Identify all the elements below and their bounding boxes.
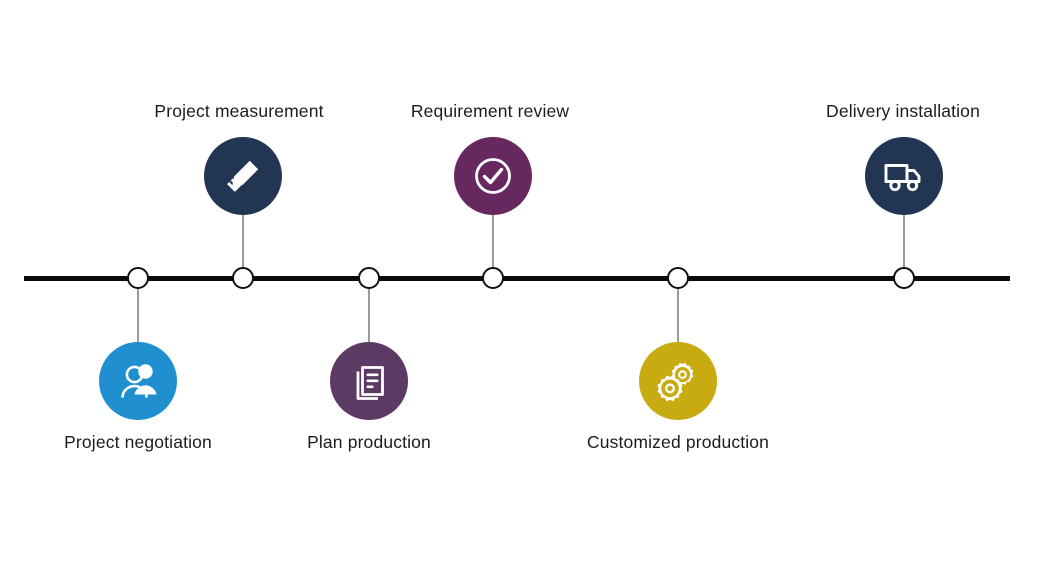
connector-stem-plan-production (368, 284, 370, 342)
timeline-node-requirement-review[interactable] (482, 267, 504, 289)
connector-stem-requirement-review (492, 215, 494, 271)
gears-icon (655, 358, 701, 404)
badge-project-measurement[interactable] (204, 137, 282, 215)
timeline-axis (24, 275, 1010, 281)
documents-stack-icon (348, 360, 390, 402)
badge-delivery-installation[interactable] (865, 137, 943, 215)
timeline-node-project-measurement[interactable] (232, 267, 254, 289)
badge-plan-production[interactable] (330, 342, 408, 420)
connector-stem-delivery-installation (903, 215, 905, 271)
timeline-node-delivery-installation[interactable] (893, 267, 915, 289)
label-delivery-installation: Delivery installation (826, 101, 980, 121)
label-plan-production: Plan production (307, 432, 431, 452)
people-group-icon (115, 360, 161, 402)
check-circle-icon (470, 153, 516, 199)
connector-stem-customized-production (677, 284, 679, 342)
connector-stem-project-measurement (242, 215, 244, 271)
label-project-negotiation: Project negotiation (64, 432, 212, 452)
label-customized-production: Customized production (586, 432, 770, 452)
label-project-measurement: Project measurement (154, 101, 324, 121)
badge-project-negotiation[interactable] (99, 342, 177, 420)
timeline-node-plan-production[interactable] (358, 267, 380, 289)
timeline-node-project-negotiation[interactable] (127, 267, 149, 289)
badge-customized-production[interactable] (639, 342, 717, 420)
delivery-truck-icon (881, 156, 927, 196)
ruler-pencil-icon (221, 154, 265, 198)
connector-stem-project-negotiation (137, 284, 139, 342)
badge-requirement-review[interactable] (454, 137, 532, 215)
label-requirement-review: Requirement review (410, 101, 570, 121)
timeline-node-customized-production[interactable] (667, 267, 689, 289)
